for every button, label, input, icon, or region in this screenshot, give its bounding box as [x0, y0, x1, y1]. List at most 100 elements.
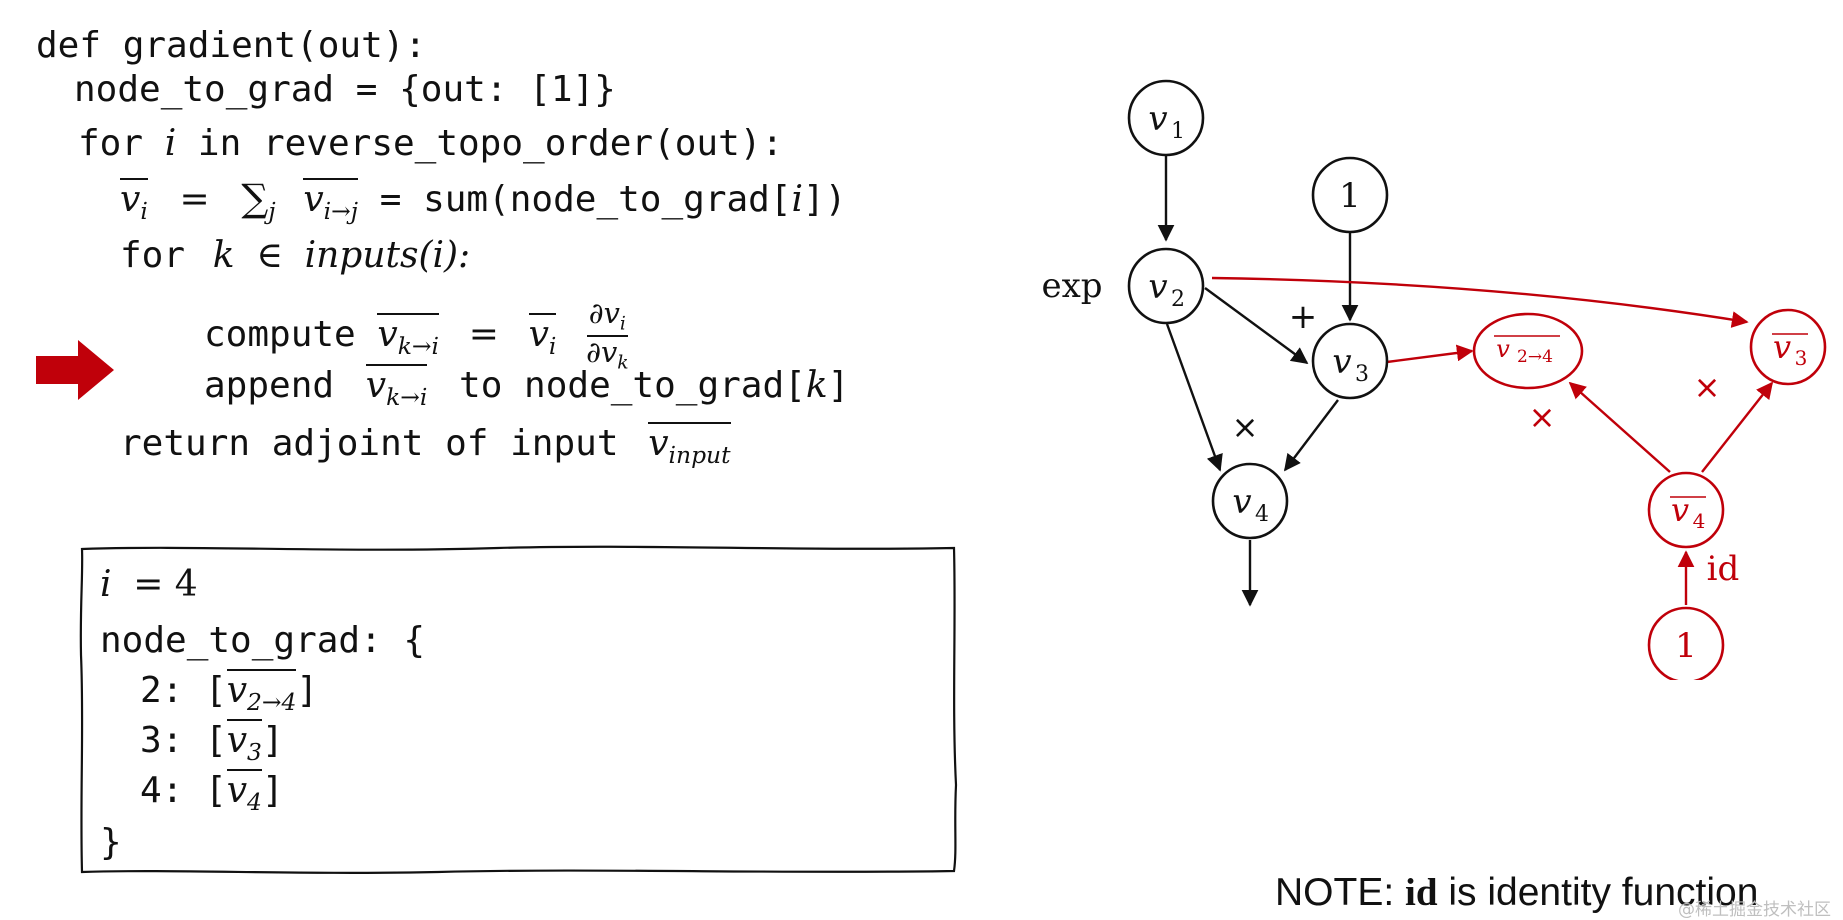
code-def-text: def gradient(out): [36, 25, 427, 66]
node-adjoint-v3: v 3 [1749, 308, 1827, 386]
equals-sign-2: = [379, 179, 402, 220]
note-suffix: is identity function [1448, 871, 1759, 914]
state-entry-3-end: ] [261, 720, 284, 761]
partial-derivative-fraction: ∂vi ∂vk [584, 297, 631, 374]
inputs-of-i: inputs(i): [304, 235, 471, 276]
code-line-for-i: for i in reverse_topo_order(out): [78, 126, 783, 162]
state-entry-3-key: 3: [ [140, 720, 227, 761]
state-entry-4-key: 4: [ [140, 770, 227, 811]
svg-text:4: 4 [1255, 502, 1269, 527]
append-bracket-end: ] [827, 365, 850, 406]
edge-v2-v3 [1204, 287, 1309, 364]
state-entry-3: 3: [v3] [140, 719, 284, 767]
label-times-red-left: × [1529, 398, 1556, 436]
vbar-i: vi [120, 178, 148, 226]
state-entry-2: 2: [v2→4] [140, 669, 319, 717]
element-of-symbol: ∈ [256, 235, 283, 276]
vbar-i-to-j: vi→j [303, 178, 358, 226]
edge-g4-to-g3 [1701, 381, 1774, 473]
sum-call-end: ]) [803, 179, 847, 220]
note-id-term: id [1405, 871, 1438, 914]
node-v3: v 3 [1311, 322, 1389, 400]
code-line-adjoint-sum: vi = ∑j vi→j = sum(node_to_grad[i]) [120, 178, 847, 226]
code-line-compute: compute vk→i = vi ∂vi ∂vk [204, 297, 631, 374]
state-close: } [100, 825, 122, 861]
code-var-i: i [164, 123, 177, 164]
code-var-k: k [212, 235, 235, 276]
compute-keyword: compute [204, 314, 356, 356]
equals-sign-3: = [468, 314, 499, 356]
svg-text:3: 3 [1355, 362, 1369, 387]
sum-index-j: j [268, 197, 276, 226]
svg-text:v: v [1496, 335, 1510, 363]
svg-text:v: v [1773, 328, 1791, 366]
label-times-red-right: × [1694, 368, 1721, 406]
node-adjoint-seed-one: 1 [1647, 606, 1725, 680]
label-exp: exp [1041, 266, 1102, 306]
code-line-append: append vk→i to node_to_grad[k] [204, 364, 850, 412]
state-close-brace: } [100, 822, 122, 863]
state-box-frame [79, 545, 958, 874]
label-id: id [1707, 549, 1740, 589]
svg-text:2→4: 2→4 [1517, 347, 1553, 367]
svg-text:1: 1 [1339, 176, 1361, 216]
vbar-input: vinput [648, 422, 731, 470]
svg-text:v: v [1332, 342, 1351, 382]
state-i-label: i [100, 564, 112, 605]
sum-call-i: i [791, 179, 804, 220]
identity-note: NOTE: id is identity function [1275, 870, 1758, 915]
state-entry-2-end: ] [296, 670, 319, 711]
state-node-to-grad-label: node_to_grad: { [100, 620, 426, 661]
state-entry-2-key: 2: [ [140, 670, 227, 711]
state-entry-3-vbar: v3 [226, 719, 263, 767]
state-i-line: i = 4 [100, 567, 198, 603]
append-index-k: k [805, 365, 828, 406]
sum-symbol: ∑ [241, 176, 269, 220]
append-keyword: append [204, 365, 335, 406]
edge-v3-v4 [1283, 399, 1339, 472]
code-line-for-k: for k ∈ inputs(i): [120, 238, 470, 274]
gradient-pseudocode: def gradient(out): node_to_grad = {out: … [0, 0, 1000, 520]
svg-text:v: v [1671, 491, 1689, 529]
label-times-black: × [1232, 408, 1259, 446]
code-node-to-grad-init: node_to_grad = {out: [1]} [74, 69, 616, 110]
vbar-k-to-i: vk→i [377, 313, 440, 361]
code-line-return: return adjoint of input vinput [120, 422, 731, 470]
svg-text:v: v [1148, 99, 1167, 139]
partial-numerator: ∂vi [586, 297, 628, 338]
computation-graph: v 1 1 v 2 v 3 v 4 v 2→4 [1041, 79, 1827, 680]
to-node-to-grad: to node_to_grad[ [459, 365, 806, 406]
partial-denominator: ∂vk [586, 335, 629, 374]
vbar-k-to-i-2: vk→i [365, 364, 428, 412]
return-statement: return adjoint of input [120, 423, 619, 464]
node-v2: v 2 [1127, 247, 1205, 325]
state-entry-4: 4: [v4] [140, 769, 284, 815]
node-adjoint-v4: v 4 [1647, 471, 1725, 549]
edge-v2-to-g3 [1211, 276, 1749, 328]
sum-call: sum(node_to_grad[ [423, 179, 792, 220]
svg-text:3: 3 [1795, 346, 1808, 370]
node-v4: v 4 [1211, 462, 1289, 540]
node-v1: v 1 [1127, 79, 1205, 157]
vbar-i-2: vi [528, 313, 557, 361]
edge-v3-to-g24 [1386, 344, 1474, 364]
state-entry-4-end: ] [261, 770, 284, 811]
svg-text:1: 1 [1675, 626, 1697, 666]
current-line-arrow-icon [36, 340, 114, 400]
node-to-grad-state-box: i = 4 node_to_grad: { 2: [v2→4] 3: [v3] … [78, 545, 958, 875]
svg-text:4: 4 [1693, 509, 1706, 533]
state-i-value: = 4 [133, 564, 198, 605]
label-plus: + [1289, 297, 1318, 337]
backward-edges [1211, 276, 1774, 605]
code-line-def: def gradient(out): [36, 28, 426, 64]
node-constant-one: 1 [1311, 156, 1389, 234]
state-entry-2-vbar: v2→4 [226, 669, 297, 717]
svg-text:v: v [1232, 482, 1251, 522]
forward-edges [1157, 155, 1359, 607]
code-for-keyword-2: for [120, 235, 186, 276]
edge-v2-v4 [1165, 323, 1223, 472]
code-reverse-topo: in reverse_topo_order(out): [197, 123, 784, 164]
note-prefix: NOTE: [1275, 871, 1395, 914]
svg-text:1: 1 [1171, 119, 1185, 144]
